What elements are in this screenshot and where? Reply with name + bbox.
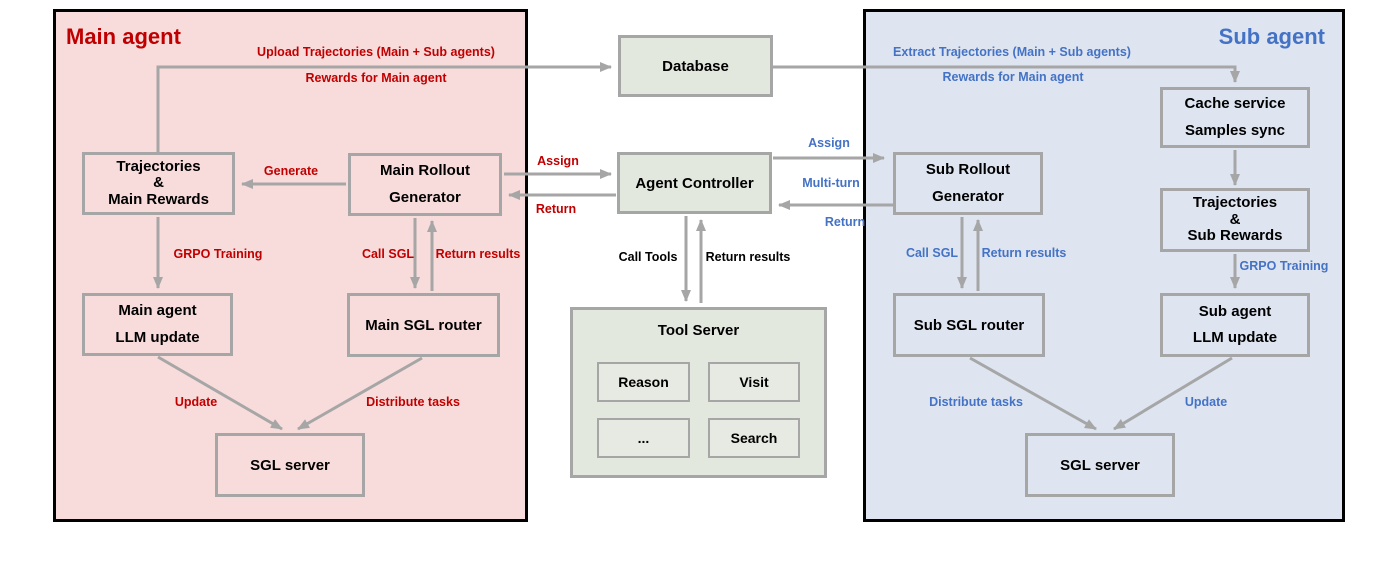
node-tool-visit: Visit [708,362,800,402]
node-label: Samples sync [1184,121,1286,139]
node-label: & [153,174,164,192]
edge-label-extract: Extract Trajectories (Main + Sub agents) [893,45,1131,59]
node-label: Sub SGL router [913,316,1025,334]
node-main-rollout-generator: Main Rollout Generator [348,153,502,216]
node-label: & [1229,210,1241,228]
node-label: Main agent [118,302,197,320]
edge-label-return-sub: Return [824,215,866,229]
node-label: ... [637,430,650,446]
edge-label-assign-sub: Assign [808,136,850,150]
tool-server-title: Tool Server [657,322,740,339]
node-tool-reason: Reason [597,362,690,402]
node-label: Sub Rollout [925,161,1011,179]
edge-label-multi-turn: Multi-turn [802,176,860,190]
node-label: Generator [389,188,461,206]
node-label: Trajectories [1192,194,1278,212]
node-label: Sub agent [1198,302,1272,320]
node-label: Reason [618,374,669,390]
node-main-llm-update: Main agent LLM update [82,293,233,356]
edge-label-assign-main: Assign [537,154,579,168]
node-main-sgl-router: Main SGL router [347,293,500,357]
edge-label-upload: Upload Trajectories (Main + Sub agents) [257,45,495,59]
node-agent-controller: Agent Controller [617,152,772,214]
sub-agent-panel-title: Sub agent [1218,24,1325,49]
node-label: LLM update [115,328,200,346]
node-label: Cache service [1184,95,1286,113]
node-label: Trajectories [116,157,201,175]
edge-label-update-main: Update [174,395,218,409]
edge-label-return-results-tools: Return results [705,250,791,264]
node-sub-sgl-server: SGL server [1025,433,1175,497]
edge-label-call-tools: Call Tools [618,250,678,264]
node-tool-more: ... [597,418,690,458]
node-sub-llm-update: Sub agent LLM update [1160,293,1310,357]
node-label: SGL server [1060,456,1140,474]
edge-label-call-sgl-main: Call SGL [361,247,415,261]
node-label: Search [730,430,778,446]
node-sub-rollout-generator: Sub Rollout Generator [893,152,1043,215]
edge-label-return-results-sub: Return results [981,246,1067,260]
edge-label-call-sgl-sub: Call SGL [905,246,959,260]
node-main-trajectories: Trajectories & Main Rewards [82,152,235,215]
node-cache-service: Cache service Samples sync [1160,87,1310,148]
node-label: Agent Controller [635,174,754,192]
node-label: Generator [932,187,1004,205]
edge-label-return-results-main: Return results [435,247,521,261]
node-label: LLM update [1192,329,1278,346]
edge-label-update-sub: Update [1184,395,1228,409]
node-label: Database [662,57,729,75]
edge-label-rewards-main: Rewards for Main agent [305,71,447,85]
node-sub-sgl-router: Sub SGL router [893,293,1045,357]
edge-label-return-main: Return [535,202,577,216]
node-label: Main Rollout [380,162,470,180]
node-label: Main SGL router [365,316,482,334]
node-label: Main Rewards [108,190,209,208]
edge-label-rewards-sub: Rewards for Main agent [942,70,1084,84]
node-tool-search: Search [708,418,800,458]
edge-label-grpo-sub: GRPO Training [1239,259,1329,273]
node-label: Visit [739,374,769,390]
edge-label-distribute-sub: Distribute tasks [929,395,1023,409]
main-agent-panel-title: Main agent [66,24,181,49]
node-database: Database [618,35,773,97]
edge-label-grpo-main: GRPO Training [173,247,263,261]
edge-label-distribute-main: Distribute tasks [366,395,460,409]
node-main-sgl-server: SGL server [215,433,365,497]
node-label: SGL server [250,456,330,474]
edge-label-generate: Generate [263,164,319,178]
node-label: Sub Rewards [1187,227,1283,245]
node-sub-trajectories: Trajectories & Sub Rewards [1160,188,1310,252]
